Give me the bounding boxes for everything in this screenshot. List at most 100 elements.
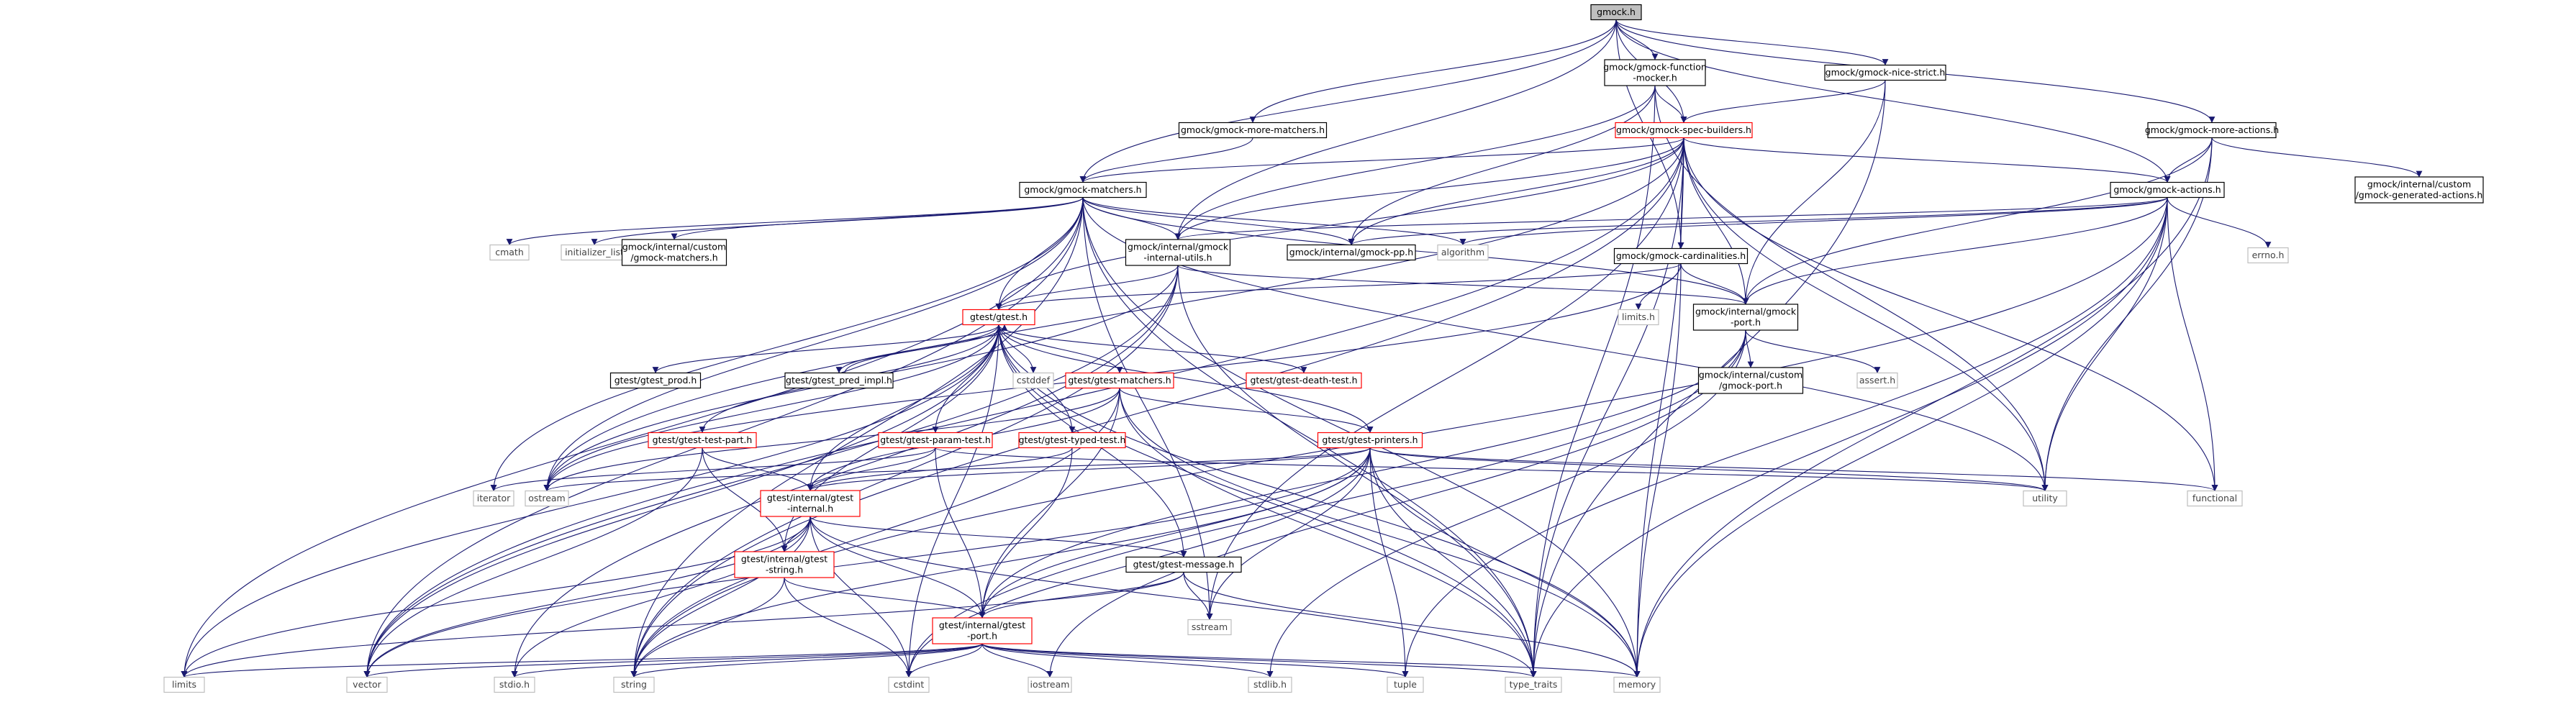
- edge-gmock_actions_h-to-gmock_port_h: [1742, 197, 2168, 305]
- edge-gtest_h-to-gtest_death_test_h: [998, 324, 1307, 373]
- node-gtest-param-test-h[interactable]: gtest/gtest-param-test.h: [878, 432, 993, 449]
- node-gmock-internal-utils-h[interactable]: gmock/internal/gmock-internal-utils.h: [1125, 239, 1231, 266]
- edge-gtest_h-to-gtest_prod_h: [652, 324, 999, 373]
- node-label: gmock/gmock-more-matchers.h: [1181, 124, 1325, 135]
- node-gtest-h[interactable]: gtest/gtest.h: [962, 309, 1035, 326]
- node-gtest-message-h[interactable]: gtest/gtest-message.h: [1125, 556, 1242, 573]
- node-gmock-cardinalities-h[interactable]: gmock/gmock-cardinalities.h: [1613, 247, 1749, 265]
- node-gtest-string-h[interactable]: gtest/internal/gtest-string.h: [734, 551, 835, 578]
- edge-gtest_matchers_h-to-gtest_port_h: [979, 388, 1120, 619]
- edge-gmock_spec_builders_h-to-string: [630, 137, 1684, 678]
- node-box: [760, 490, 861, 517]
- edge-gmock_spec_builders_h-to-gmock_matchers_h: [1079, 137, 1684, 183]
- node-gmock-function-mocker-h[interactable]: gmock/gmock-function-mocker.h: [1603, 59, 1707, 86]
- edge-gmock_more_actions_h-to-gmock_port_h: [1742, 137, 2213, 305]
- edge-gmock_actions_h-to-utility: [2041, 197, 2168, 491]
- edge-gmock_h-to-gmock_nice_strict_h: [1615, 19, 1889, 65]
- edge-line: [490, 447, 936, 491]
- node-label: sstream: [1192, 621, 1228, 632]
- node-gtest-death-test-h[interactable]: gtest/gtest-death-test.h: [1246, 372, 1362, 389]
- node-gtest-internal-h[interactable]: gtest/internal/gtest-internal.h: [760, 490, 861, 517]
- edge-gmock_more_matchers_h-to-gmock_matchers_h: [1079, 137, 1253, 183]
- node-box: [932, 617, 1033, 644]
- node-gmock-matchers-h[interactable]: gmock/gmock-matchers.h: [1019, 181, 1147, 199]
- node-box: [1125, 556, 1242, 573]
- edge-line: [981, 643, 1409, 678]
- node-label: -mocker.h: [1633, 73, 1677, 83]
- node-functional: functional: [2187, 490, 2243, 507]
- edge-gmock_matchers_h-to-custom_gmock_matchers_h: [671, 197, 1084, 240]
- edge-gtest_internal_h-to-type_traits: [809, 516, 1537, 678]
- edge-line: [1177, 265, 1749, 305]
- node-assert-h: assert.h: [1856, 372, 1898, 389]
- node-gmock-spec-builders-h[interactable]: gmock/gmock-spec-builders.h: [1615, 122, 1753, 139]
- node-gmock-pp-h[interactable]: gmock/internal/gmock-pp.h: [1287, 244, 1416, 261]
- node-gmock-h[interactable]: gmock.h: [1590, 4, 1642, 21]
- edge-line: [981, 643, 1537, 678]
- edge-gtest_string_h-to-cstdint: [784, 577, 912, 678]
- node-gmock-more-actions-h[interactable]: gmock/gmock-more-actions.h: [2145, 122, 2279, 139]
- edge-line: [363, 265, 1179, 678]
- node-gmock-more-matchers-h[interactable]: gmock/gmock-more-matchers.h: [1178, 122, 1328, 139]
- node-box: [1824, 64, 1946, 81]
- node-gmock-nice-strict-h[interactable]: gmock/gmock-nice-strict.h: [1824, 64, 1946, 81]
- edge-line: [543, 388, 1120, 491]
- edge-gmock_spec_builders_h-to-memory: [1633, 137, 1684, 678]
- node-label: memory: [1618, 679, 1656, 690]
- edge-line: [2041, 197, 2168, 491]
- node-box: [2247, 247, 2289, 264]
- edge-gtest_matchers_h-to-memory: [1119, 388, 1641, 678]
- edge-line: [784, 577, 912, 678]
- node-box: [609, 372, 702, 389]
- edge-gtest_printers_h-to-sstream: [1206, 447, 1371, 620]
- node-iterator: iterator: [473, 490, 514, 507]
- edge-line: [981, 643, 1053, 678]
- node-label: gmock.h: [1597, 6, 1636, 17]
- edge-line: [630, 516, 811, 678]
- node-custom-gmock-port-h[interactable]: gmock/internal/custom/gmock-port.h: [1697, 367, 1804, 394]
- edge-gmock_internal_utils_h-to-string: [630, 265, 1179, 678]
- node-gtest-port-h[interactable]: gtest/internal/gtest-port.h: [932, 617, 1033, 644]
- node-label: gtest/gtest_prod.h: [614, 375, 697, 386]
- node-label: gmock/internal/gmock-pp.h: [1289, 247, 1413, 257]
- edge-gtest_printers_h-to-type_traits: [1369, 447, 1537, 678]
- edge-line: [995, 197, 1084, 310]
- edge-gmock_nice_strict_h-to-gmock_port_h: [1742, 80, 1886, 305]
- node-gtest-test-part-h[interactable]: gtest/gtest-test-part.h: [648, 432, 757, 449]
- node-iostream: iostream: [1028, 676, 1072, 693]
- node-gtest-pred-impl-h[interactable]: gtest/gtest_pred_impl.h: [784, 372, 894, 389]
- node-gmock-port-h[interactable]: gmock/internal/gmock-port.h: [1692, 304, 1799, 331]
- edge-gtest_printers_h-to-gtest_port_h: [979, 447, 1371, 619]
- edge-gmock_internal_utils_h-to-gmock_port_h: [1177, 265, 1749, 305]
- node-string: string: [613, 676, 655, 693]
- node-gtest-printers-h[interactable]: gtest/gtest-printers.h: [1317, 432, 1423, 449]
- node-label: utility: [2032, 493, 2058, 503]
- node-gtest-typed-test-h[interactable]: gtest/gtest-typed-test.h: [1018, 432, 1126, 449]
- edge-line: [995, 263, 1682, 310]
- edge-gmock_actions_h-to-functional: [2167, 197, 2218, 491]
- node-gtest-matchers-h[interactable]: gtest/gtest-matchers.h: [1065, 372, 1174, 389]
- node-label: limits: [172, 679, 196, 690]
- edge-gmock_spec_builders_h-to-gmock_port_h: [1683, 137, 1749, 305]
- node-custom-gen-actions-h[interactable]: gmock/internal/custom/gmock-generated-ac…: [2354, 176, 2484, 204]
- node-label: functional: [2192, 493, 2237, 503]
- edge-gtest_matchers_h-to-gtest_printers_h: [1119, 388, 1374, 433]
- edge-line: [1680, 80, 1886, 123]
- edge-line: [1615, 19, 1889, 65]
- edge-gmock_actions_h-to-tuple: [1402, 197, 2168, 678]
- edge-line: [490, 197, 1084, 491]
- node-label: gmock/gmock-nice-strict.h: [1826, 67, 1946, 78]
- node-gtest-prod-h[interactable]: gtest/gtest_prod.h: [609, 372, 702, 389]
- node-gmock-actions-h[interactable]: gmock/gmock-actions.h: [2110, 181, 2225, 199]
- edge-gmock_matchers_h-to-gtest_h: [995, 197, 1084, 310]
- edge-gmock_spec_builders_h-to-vector: [363, 137, 1684, 678]
- node-custom-gmock-matchers-h[interactable]: gmock/internal/custom/gmock-matchers.h: [621, 239, 727, 266]
- edge-line: [995, 265, 1179, 310]
- edge-line: [363, 137, 1684, 678]
- node-box: [525, 490, 569, 507]
- edge-gmock_actions_h-to-memory: [1633, 197, 2168, 678]
- node-label: gmock/gmock-more-actions.h: [2145, 124, 2279, 135]
- edge-line: [1742, 197, 2168, 305]
- edge-line: [1683, 137, 1749, 305]
